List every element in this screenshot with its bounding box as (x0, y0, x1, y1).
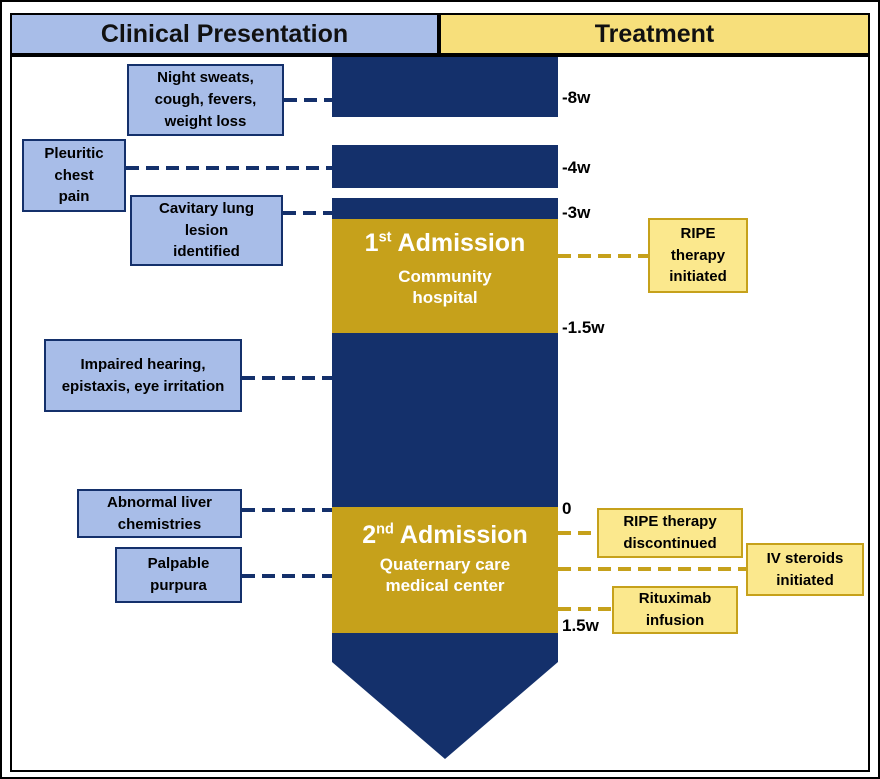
admission-2-block: 2nd Admission Quaternary care medical ce… (332, 507, 558, 633)
clinical-event-liver-chemistries: Abnormal liver chemistries (77, 489, 242, 538)
connector-ripe-initiated (558, 254, 648, 258)
time-label-minus-3w: -3w (562, 203, 591, 222)
connector-pleuritic-pain (126, 166, 332, 170)
time-label-minus-4w: -4w (562, 158, 591, 177)
admission-2-title: 2nd Admission (332, 521, 558, 550)
admission-2-ordinal: nd (376, 521, 394, 538)
admission-1-word: Admission (397, 229, 526, 257)
clinical-event-cavitary-lesion: Cavitary lung lesion identified (130, 195, 283, 266)
admission-2-word: Admission (399, 521, 528, 549)
header-treatment: Treatment (439, 13, 870, 55)
connector-ripe-discontinued (558, 531, 597, 535)
admission-1-title: 1st Admission (332, 229, 558, 258)
connector-palpable-purpura (242, 574, 332, 578)
connector-night-sweats (284, 98, 332, 102)
connector-liver-chemistries (242, 508, 332, 512)
treatment-event-ripe-initiated: RIPE therapy initiated (648, 218, 748, 293)
clinical-event-palpable-purpura: Palpable purpura (115, 547, 242, 603)
admission-2-number: 2 (362, 521, 377, 549)
time-label-zero: 0 (562, 499, 572, 518)
treatment-event-iv-steroids: IV steroids initiated (746, 543, 864, 596)
treatment-event-rituximab: Rituximab infusion (612, 586, 738, 634)
clinical-event-impaired-hearing: Impaired hearing, epistaxis, eye irritat… (44, 339, 242, 412)
connector-impaired-hearing (242, 376, 332, 380)
timeline-gap-2 (332, 188, 558, 198)
treatment-event-ripe-discontinued: RIPE therapy discontinued (597, 508, 743, 558)
timeline-arrow: 1st Admission Community hospital 2nd Adm… (332, 57, 558, 759)
clinical-event-pleuritic-pain: Pleuritic chest pain (22, 139, 126, 212)
admission-1-ordinal: st (378, 229, 392, 246)
connector-iv-steroids (558, 567, 746, 571)
clinical-event-night-sweats: Night sweats, cough, fevers, weight loss (127, 64, 284, 136)
time-label-minus-1-5w: -1.5w (562, 318, 605, 337)
timeline-gap-1 (332, 117, 558, 145)
header-clinical-presentation: Clinical Presentation (10, 13, 439, 55)
time-label-1-5w: 1.5w (562, 616, 599, 635)
admission-1-number: 1 (364, 229, 379, 257)
admission-1-block: 1st Admission Community hospital (332, 219, 558, 333)
admission-1-subtitle: Community hospital (398, 266, 492, 307)
time-label-minus-8w: -8w (562, 88, 591, 107)
admission-2-subtitle: Quaternary care medical center (379, 554, 511, 595)
connector-rituximab (558, 607, 612, 611)
connector-cavitary-lesion (283, 211, 332, 215)
